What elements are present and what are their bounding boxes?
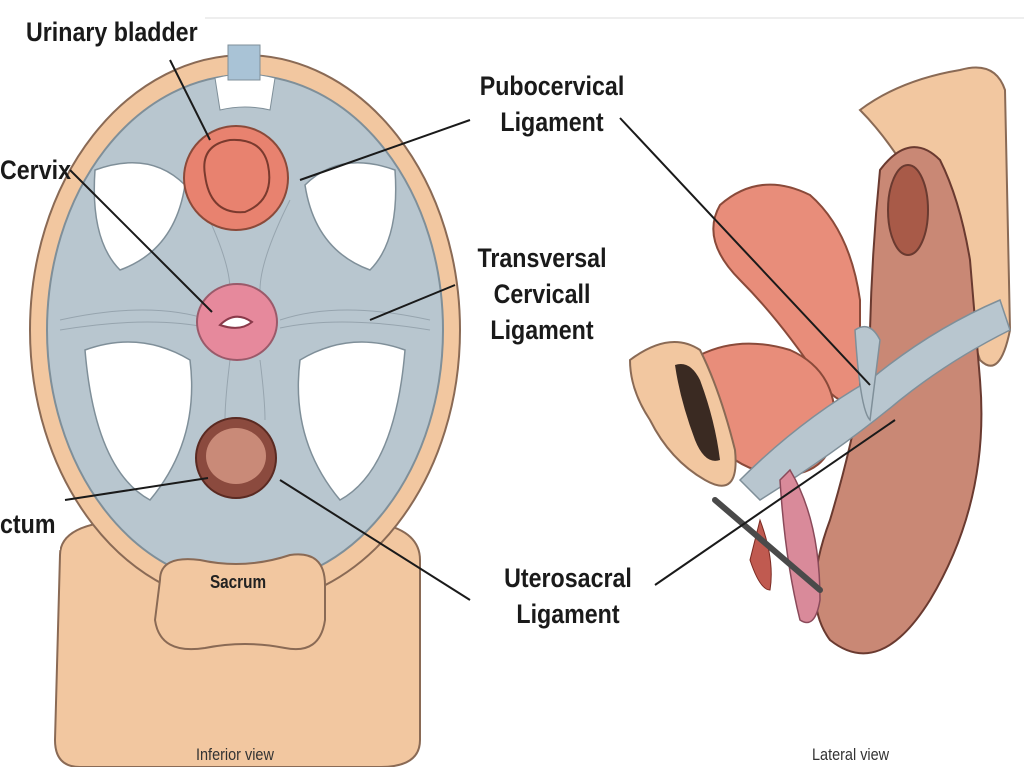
label-transversal-line-1: Transversal — [477, 243, 607, 273]
label-pubocervical-line-1: Pubocervical — [479, 71, 625, 101]
leader-uterosacral-left — [279, 479, 471, 601]
label-uterosacral-line-1: Uterosacral — [504, 563, 632, 593]
caption-inferior-view: Inferior view — [196, 745, 274, 764]
label-uterosacral-line-2: Ligament — [516, 599, 620, 629]
urinary-bladder-shape — [183, 125, 289, 231]
caption-lateral-view: Lateral view — [812, 745, 890, 764]
leader-transversal — [369, 284, 456, 321]
leader-cervix — [69, 169, 213, 313]
label-pubocervical-line-2: Ligament — [500, 107, 604, 137]
label-sacrum: Sacrum — [209, 572, 267, 592]
leader-pubocervical-left — [299, 119, 471, 181]
sacrum-shape — [153, 553, 326, 651]
label-cervix: Cervix — [0, 155, 72, 185]
leader-urinary-bladder — [169, 59, 211, 141]
label-transversal-line-3: Ligament — [490, 315, 594, 345]
leader-pubocervical-right — [619, 117, 871, 386]
label-rectum: ctum — [0, 509, 56, 539]
label-transversal-line-2: Cervicall — [493, 279, 591, 309]
inferior-view-illustration — [0, 44, 461, 767]
label-urinary-bladder: Urinary bladder — [26, 17, 198, 47]
label-transversal-ligament: Transversal Cervicall Ligament — [465, 240, 620, 348]
leader-lines — [64, 59, 896, 601]
lateral-view-illustration — [628, 66, 1012, 655]
leader-uterosacral-right — [654, 419, 896, 586]
label-uterosacral-ligament: Uterosacral Ligament — [491, 560, 646, 632]
label-pubocervical-ligament: Pubocervical Ligament — [475, 68, 630, 140]
leader-rectum — [64, 477, 209, 501]
